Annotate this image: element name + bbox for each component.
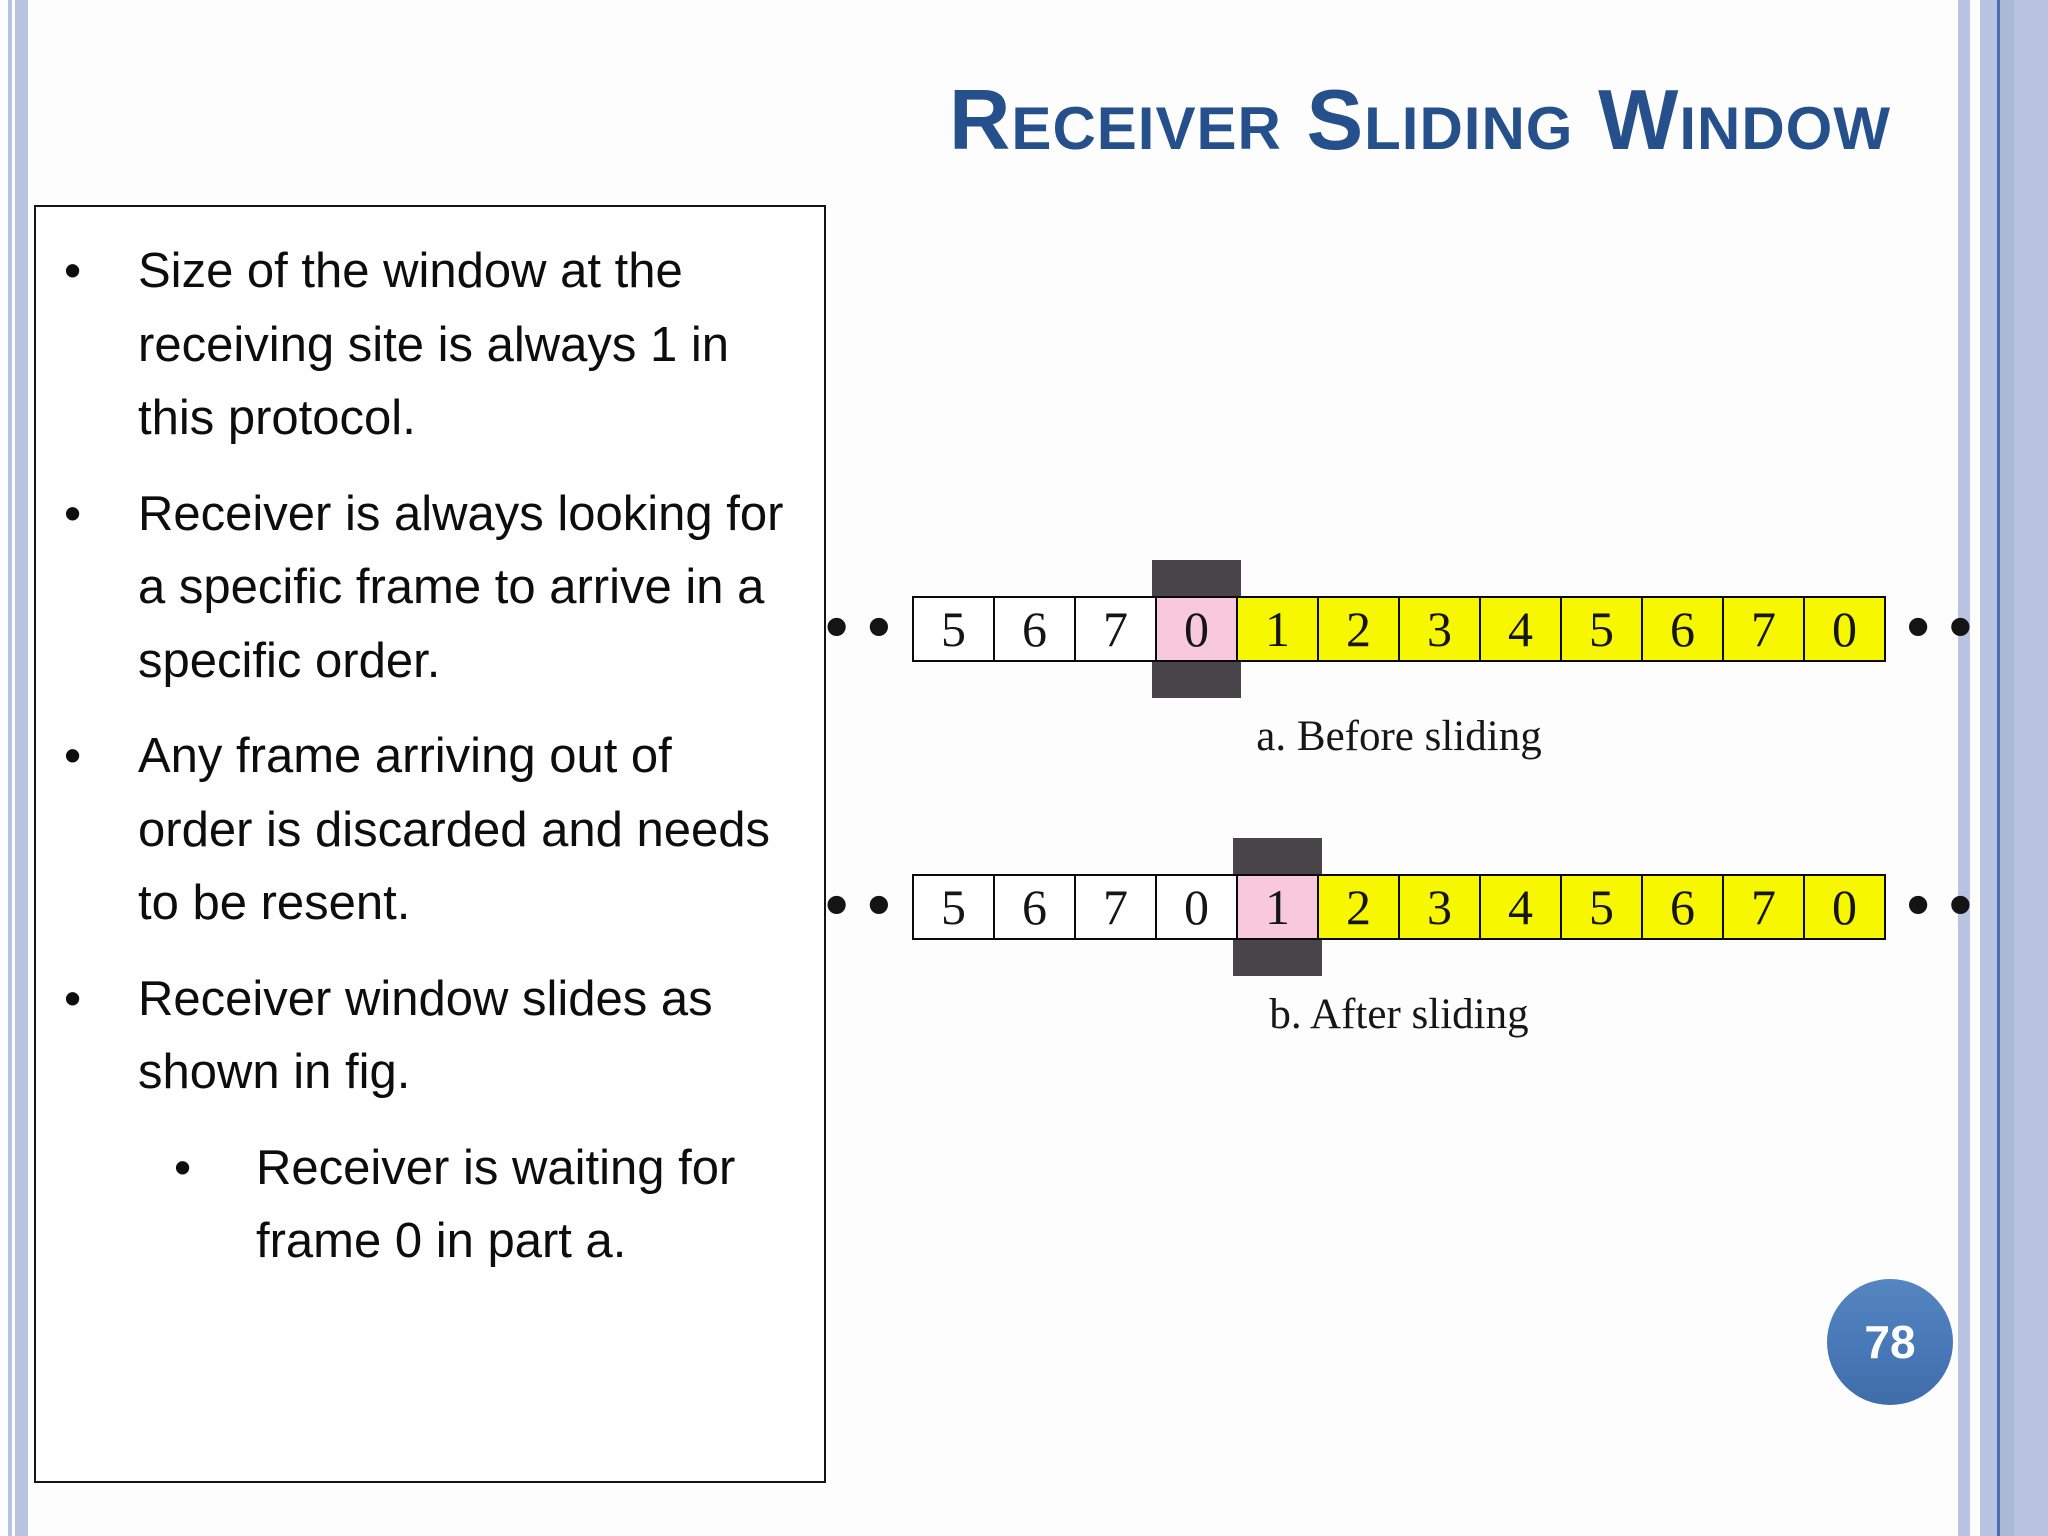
frame-cell: 0 — [1803, 596, 1886, 662]
left-border-stripe-outer — [8, 0, 12, 1536]
frame-cell: 7 — [1074, 874, 1157, 940]
frame-cell: 2 — [1317, 874, 1400, 940]
right-border-band — [1980, 0, 2048, 1536]
sub-bullet-item: Receiver is waiting for frame 0 in part … — [36, 1132, 790, 1279]
right-border-accent-line — [1997, 0, 2000, 1536]
right-border-stripe-inner — [1958, 0, 1970, 1536]
frame-cell: 3 — [1398, 596, 1481, 662]
frame-cell: 5 — [1560, 596, 1643, 662]
frame-cell: 6 — [993, 596, 1076, 662]
bullet-item: Size of the window at the receiving site… — [36, 235, 790, 456]
frame-cell: 0 — [1155, 874, 1238, 940]
frame-cell: 5 — [1560, 874, 1643, 940]
bullet-text-box: Size of the window at the receiving site… — [34, 205, 826, 1483]
right-border-stripe-mid — [2000, 0, 2014, 1536]
frame-cell: 4 — [1479, 874, 1562, 940]
frame-cell: 7 — [1722, 596, 1805, 662]
frame-cell: 6 — [1641, 596, 1724, 662]
frame-cell: 2 — [1317, 596, 1400, 662]
page-number: 78 — [1864, 1316, 1916, 1368]
page-number-badge: 78 — [1827, 1279, 1953, 1405]
bullet-item: Receiver is always looking for a specifi… — [36, 478, 790, 699]
frame-cell: 0 — [1155, 596, 1238, 662]
page-title: Receiver Sliding Window — [949, 73, 1891, 168]
frame-cell: 1 — [1236, 874, 1319, 940]
frame-cell: 6 — [1641, 874, 1724, 940]
frame-cell: 7 — [1722, 874, 1805, 940]
frame-cell: 7 — [1074, 596, 1157, 662]
bullet-list: Size of the window at the receiving site… — [36, 207, 824, 1279]
bullet-item: Any frame arriving out of order is disca… — [36, 720, 790, 941]
frame-cell: 5 — [912, 874, 995, 940]
frame-cell: 1 — [1236, 596, 1319, 662]
bullet-item: Receiver window slides as shown in fig. — [36, 963, 790, 1110]
frame-cell: 5 — [912, 596, 995, 662]
left-border-stripe-inner — [15, 0, 28, 1536]
frame-cell: 4 — [1479, 596, 1562, 662]
frame-cell: 0 — [1803, 874, 1886, 940]
figure-caption-a: a. Before sliding — [1256, 713, 1542, 760]
frame-cell: 3 — [1398, 874, 1481, 940]
figure-caption-b: b. After sliding — [1269, 991, 1529, 1038]
frame-cell: 6 — [993, 874, 1076, 940]
